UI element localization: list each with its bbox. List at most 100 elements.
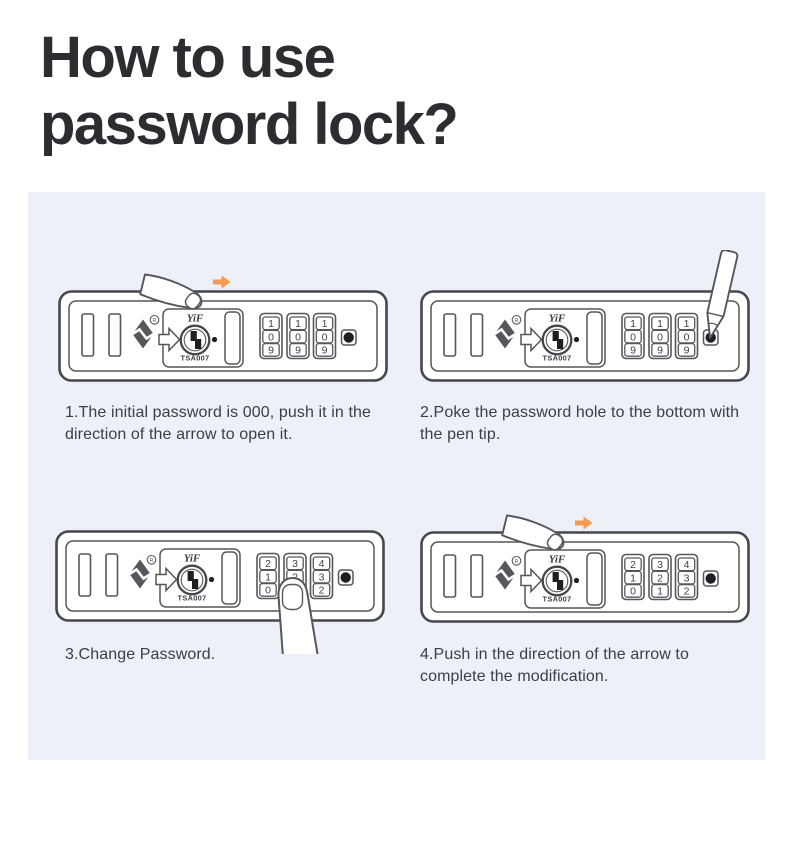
- dial-cell: [651, 570, 669, 585]
- page-title-line2: password lock?: [40, 92, 459, 157]
- dial-cell: [677, 342, 696, 357]
- zipper-slot: [78, 553, 92, 597]
- zipper-slot: [81, 313, 95, 357]
- dial-digit: 2: [265, 558, 271, 570]
- dial-digit: 0: [268, 331, 274, 343]
- lock-inner-frame: [430, 300, 740, 372]
- dial-cell: [259, 556, 277, 571]
- model-label: TSA007: [181, 354, 210, 363]
- dial: 1 0 9: [286, 312, 310, 360]
- dial-cell: [624, 342, 642, 357]
- dial-cell: [677, 316, 696, 331]
- dial-digit: 4: [684, 559, 690, 571]
- svg-text:R: R: [515, 559, 519, 565]
- dial-digit: 0: [630, 331, 636, 343]
- dial-cell: [315, 329, 334, 344]
- zipper-slot: [105, 553, 119, 597]
- dial-cell: [624, 316, 642, 331]
- open-arrow-icon: [155, 566, 178, 593]
- registered-mark: [149, 314, 160, 325]
- svg-text:R: R: [515, 318, 519, 324]
- step-caption-3: 3.Change Password.: [65, 646, 216, 663]
- dial-cell: [624, 583, 642, 598]
- dial-cell: [624, 329, 642, 344]
- dial: 2 1 0: [621, 553, 645, 601]
- reset-button-hole: [343, 332, 354, 343]
- reset-slider: [221, 551, 238, 605]
- dial-cell: [262, 316, 280, 331]
- dial-digit: 9: [684, 345, 690, 357]
- reset-button-hole: [340, 572, 351, 583]
- dial-cell: [677, 583, 696, 598]
- dial: 1 0 9: [674, 312, 699, 360]
- dial-digit: 0: [322, 331, 328, 343]
- brand-logo-icon: R: [493, 314, 522, 349]
- step-caption-4: 4.Push in the direction of the arrow to …: [420, 646, 689, 685]
- dial-cell: [677, 570, 696, 585]
- dial-digit: 1: [322, 318, 328, 330]
- dial-digit: 0: [295, 331, 301, 343]
- dial-digit: 1: [630, 572, 636, 584]
- page-title-line1: How to use: [40, 25, 336, 90]
- dial: 3 2 1: [648, 553, 672, 601]
- dial-digit: 9: [630, 345, 636, 357]
- dial-digit: 4: [319, 558, 325, 570]
- dial-digit: 0: [265, 585, 271, 597]
- brand-label: YiF: [549, 554, 566, 566]
- dial: 4 3 2: [674, 553, 699, 601]
- open-arrow-icon: [158, 326, 181, 353]
- dial-cell: [624, 570, 642, 585]
- lock-body: R YiF TSA007 2 1 0 3 2: [55, 530, 385, 622]
- dial-cell: [651, 557, 669, 572]
- steps-panel: R YiF TSA007 1 0 9 1 0: [28, 192, 765, 760]
- dial-digit: 1: [657, 586, 663, 598]
- direction-arrow-icon: [575, 516, 593, 530]
- dial-digit: 1: [630, 318, 636, 330]
- dial-cell: [315, 342, 334, 357]
- dial-digit: 2: [319, 585, 325, 597]
- brand-label: YiF: [184, 553, 201, 565]
- dial-digit: 9: [657, 345, 663, 357]
- dial-cell: [312, 556, 331, 571]
- brand-logo-icon: R: [128, 554, 157, 589]
- dial-digit: 9: [322, 345, 328, 357]
- fingernail: [184, 292, 202, 310]
- dial-cell: [289, 316, 307, 331]
- lock-body: R YiF TSA007 2 1 0 3 2: [420, 531, 750, 623]
- reset-slider: [586, 311, 603, 365]
- reset-slider: [224, 311, 241, 365]
- svg-text:R: R: [153, 318, 157, 324]
- dial-digit: 9: [295, 345, 301, 357]
- reset-slider: [586, 552, 603, 606]
- dial-digit: 0: [657, 331, 663, 343]
- dial: 4 3 2: [309, 552, 334, 600]
- dial-cell: [315, 316, 334, 331]
- dial-cell: [677, 329, 696, 344]
- zipper-slot: [108, 313, 122, 357]
- registered-mark: [146, 554, 157, 565]
- dial-cell: [262, 342, 280, 357]
- dial: 1 0 9: [259, 312, 283, 360]
- dial-cell: [651, 583, 669, 598]
- dial-cell: [312, 569, 331, 584]
- dial-digit: 1: [265, 571, 271, 583]
- dial: 2 1 0: [256, 552, 280, 600]
- fingernail: [546, 533, 564, 551]
- dial-digit: 9: [268, 345, 274, 357]
- dial-digit: 2: [684, 586, 690, 598]
- finger-icon: [277, 577, 319, 654]
- dial-cell: [289, 329, 307, 344]
- dial: 1 0 9: [648, 312, 672, 360]
- dial-cell: [259, 569, 277, 584]
- lock-inner-frame: [430, 541, 740, 613]
- dial-cell: [259, 582, 277, 597]
- dial-cell: [651, 316, 669, 331]
- fingernail: [281, 583, 304, 611]
- dial-digit: 1: [295, 318, 301, 330]
- lock-inner-frame: [68, 300, 378, 372]
- dial-cell: [289, 342, 307, 357]
- zipper-slot: [443, 554, 457, 598]
- zipper-slot: [443, 313, 457, 357]
- lock-inner-frame: [65, 540, 375, 612]
